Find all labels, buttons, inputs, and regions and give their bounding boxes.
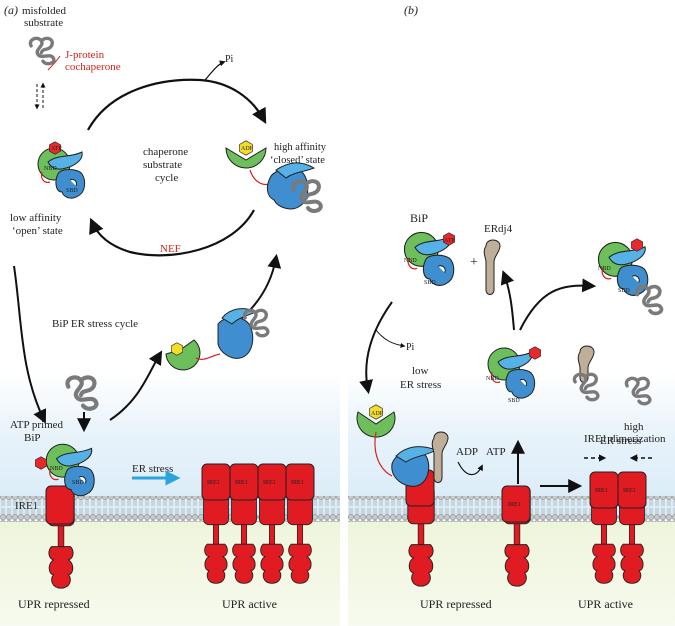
- svg-text:IRE1: IRE1: [291, 480, 304, 486]
- panel-b: (b) BiP NBD SBD + ERdj4 Pi NBD SBD low E…: [356, 3, 666, 611]
- erdj4-release-arrow: [500, 270, 515, 331]
- upr-repressed-label-b: UPR repressed: [420, 597, 492, 611]
- low-stress-label-1: low: [412, 365, 429, 377]
- sbd-label-middle: SBD: [508, 398, 520, 404]
- misfolded-label-1: misfolded: [22, 5, 66, 17]
- high-stress-arrow: [519, 278, 597, 331]
- er-stress-label: ER stress: [132, 463, 173, 475]
- misfolded-label-2: substrate: [24, 17, 63, 29]
- j-protein-label-1: J-protein: [65, 49, 105, 61]
- nbd-adp-b-icon: [356, 411, 396, 438]
- low-affinity-label-2: ‘open’ state: [12, 225, 63, 237]
- stress-cycle-label: BiP ER stress cycle: [52, 318, 138, 330]
- adp-tag-text-b: ADP: [371, 411, 384, 417]
- sbd-label-bound: SBD: [72, 480, 84, 486]
- erdj4-bound-icon: [431, 431, 449, 483]
- nbd-label-a: NBD: [44, 166, 57, 172]
- ire1-box-b-free: IRE1: [508, 502, 521, 508]
- adp-tag-free-icon: [171, 342, 183, 356]
- j-protein-label-2: cochaperone: [65, 61, 121, 73]
- sbd-free-icon: [217, 317, 254, 359]
- linker-free-icon: [195, 353, 221, 360]
- svg-text:IRE1: IRE1: [623, 488, 636, 494]
- upr-active-label-b: UPR active: [578, 597, 633, 611]
- high-affinity-label-1: high affinity: [274, 142, 327, 153]
- sbd-label-a: SBD: [66, 188, 78, 194]
- ire1-dimer-b: IRE1 IRE1: [589, 471, 647, 584]
- lid-icon: [275, 162, 316, 179]
- high-stress-label-1: high: [624, 421, 644, 433]
- dimerization-label: IRE1 dimerization: [584, 433, 666, 445]
- svg-text:IRE1: IRE1: [207, 480, 220, 486]
- adp-tag-text-a: ADP: [241, 146, 254, 152]
- panel-a-label: (a): [4, 3, 18, 17]
- ire1-label: IRE1: [15, 500, 38, 512]
- j-protein-pointer: [47, 55, 61, 71]
- pi-release-arrow-b: [375, 329, 406, 348]
- atp-primed-label-1: ATP primed: [10, 419, 64, 431]
- linker-b-icon: [374, 431, 393, 477]
- ire1-cluster-a: IRE1 IRE1 IRE1 IRE1: [201, 463, 315, 584]
- bip-label-b: BiP: [410, 211, 428, 225]
- nbd-label-middle: NBD: [486, 376, 499, 382]
- nbd-label-right: NBD: [598, 266, 611, 272]
- svg-text:IRE1: IRE1: [235, 480, 248, 486]
- stress-cycle-down-arrow: [13, 265, 47, 424]
- low-affinity-label-1: low affinity: [10, 212, 62, 224]
- sbd-label-b: SBD: [424, 280, 436, 286]
- linker-icon: [249, 169, 271, 186]
- erdj4-label: ERdj4: [484, 223, 513, 235]
- misfolded-substrate-icon: [28, 36, 56, 66]
- atp-tag-middle-icon: [529, 346, 541, 360]
- atp-tag-text-b: ATP: [444, 238, 455, 244]
- nef-label: NEF: [160, 243, 181, 255]
- nucleotide-exchange-arrow: [457, 461, 483, 476]
- cycle-label-2: substrate: [143, 159, 182, 171]
- ire1-luminal-a-icon: [45, 485, 75, 525]
- atp-primed-label-2: BiP: [24, 432, 41, 444]
- nbd-free-icon: [165, 339, 201, 371]
- upr-active-label-a: UPR active: [222, 597, 277, 611]
- nbd-label-bound: NBD: [50, 466, 63, 472]
- erdj4-icon: [483, 239, 501, 295]
- pi-label-a: Pi: [225, 54, 234, 65]
- panel-a: (a) misfolded substrate J-protein cochap…: [4, 3, 327, 611]
- svg-text:IRE1: IRE1: [595, 488, 608, 494]
- high-stress-label-2: ER stress: [600, 435, 641, 447]
- upr-repressed-label-a: UPR repressed: [18, 597, 90, 611]
- stress-cycle-release-arrow: [109, 350, 163, 421]
- svg-text:IRE1: IRE1: [263, 480, 276, 486]
- cycle-bottom-arrow: [89, 209, 255, 257]
- low-stress-label-2: ER stress: [400, 379, 441, 391]
- atp-label: ATP: [486, 446, 506, 458]
- panel-b-label: (b): [404, 3, 418, 17]
- bip-release-arrow: [359, 301, 393, 395]
- nbd-label-b: NBD: [404, 258, 417, 264]
- atp-tag-text-a: ATP: [51, 146, 62, 152]
- cycle-label-1: chaperone: [143, 146, 188, 158]
- atp-tag-right-icon: [631, 238, 643, 252]
- plus-sign: +: [470, 255, 478, 270]
- adp-label: ADP: [456, 446, 478, 458]
- atp-tag-bound-icon: [35, 456, 47, 470]
- high-affinity-label-2: ‘closed’ state: [270, 155, 325, 166]
- sbd-label-right: SBD: [618, 288, 630, 294]
- nbd-open-icon: [225, 147, 267, 169]
- ire1-luminal-b-free-icon: [501, 485, 531, 523]
- cycle-label-3: cycle: [155, 172, 178, 184]
- pi-label-b: Pi: [406, 342, 415, 353]
- pi-release-arrow: [204, 60, 226, 81]
- cycle-top-arrow: [87, 78, 267, 131]
